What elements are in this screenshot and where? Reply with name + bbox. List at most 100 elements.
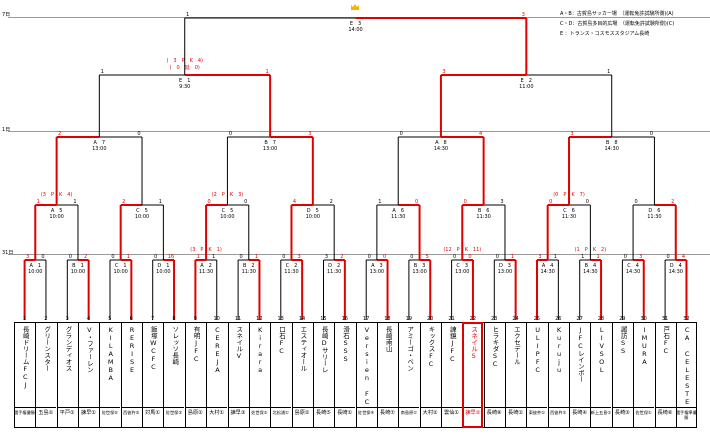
r1-match-court: D 2: [328, 263, 340, 269]
r2-match-court: C 5: [222, 208, 234, 214]
team-name: エクセデール: [512, 326, 521, 365]
team-name: グリーンスター: [42, 326, 51, 372]
team-column-divider: [78, 322, 99, 428]
team-name: 長崎南山: [384, 326, 393, 352]
sf2-match-score-right: 1: [607, 69, 610, 75]
r1-match-score-left: 0: [240, 254, 243, 260]
champion-highlight: [462, 322, 484, 428]
qf-match-score-left: 3: [570, 131, 573, 137]
r1-match-score-left: 0: [69, 254, 72, 260]
r1-match-court: B 4: [585, 263, 597, 269]
r1-match-score-right: 4: [682, 254, 685, 260]
team-name: Versien FC: [362, 326, 371, 406]
team-affiliation: 大村①: [206, 407, 228, 424]
r1-match-score-left: 0: [496, 254, 499, 260]
r1-match-court: A 4: [542, 263, 554, 269]
qf-match-score-right: 3: [308, 131, 311, 137]
team-column-divider: [291, 322, 313, 428]
team-affiliation: 諫早③: [227, 407, 249, 424]
r2-match-score-left: 4: [293, 199, 296, 205]
team-column-divider: [505, 322, 526, 428]
team-name: JFCレインボー: [576, 326, 585, 383]
team-name: 飯塚WCFC: [149, 326, 158, 371]
qf-match-score-left: 2: [58, 131, 61, 137]
r2-match-score-right: 0: [415, 199, 418, 205]
r1-match-score-right: 16: [168, 254, 174, 260]
team-column-divider: [99, 322, 120, 428]
team-affiliation: 長崎⑦: [376, 407, 398, 424]
r1-match-score-left: 0: [410, 254, 413, 260]
team-affiliation: 佐世保②: [248, 407, 270, 424]
r1-match-court: C 3: [456, 263, 468, 269]
legend-line-cd: C・D：古賀島多目的広場 （運転免許試験所側)(C): [560, 21, 675, 27]
team-name: スネイルS: [469, 326, 478, 360]
team-number: 27: [576, 316, 583, 322]
r1-match-score-right: 2: [84, 254, 87, 260]
r1-match-time: 10:00: [28, 269, 42, 275]
team-column-divider: [398, 322, 419, 428]
team-number: 19: [405, 316, 412, 322]
qf-match-score-right: 0: [137, 131, 140, 137]
r1-match-court: B 3: [414, 263, 426, 269]
team-affiliation: 平戸①: [56, 407, 78, 424]
qf-match-time: 14:30: [605, 146, 619, 152]
sf2-match-court: E 2: [521, 78, 532, 84]
r1-match-court: C 4: [627, 263, 639, 269]
r1-match-time: 14:30: [669, 269, 683, 275]
team-column-divider: [227, 322, 249, 428]
team-number: 26: [555, 316, 562, 322]
r2-match-court: A 5: [51, 208, 63, 214]
team-name: CA CELESTE: [683, 326, 692, 406]
sf2-match-time: 11:00: [519, 84, 533, 90]
qf-match-time: 13:00: [92, 146, 106, 152]
final-match-score-left: 1: [186, 12, 189, 18]
qf-match-court: A 7: [94, 140, 106, 146]
team-number: 23: [491, 316, 498, 322]
team-column-divider: [206, 322, 227, 428]
team-affiliation: 佐世保③: [163, 407, 185, 424]
team-affiliation: 長崎④: [569, 407, 591, 424]
day-label-final: 7日: [2, 12, 11, 18]
team-affiliation: 佐世保①: [633, 407, 655, 424]
team-affiliation: 東彼杵①: [526, 407, 548, 424]
r2-match-time: 10:00: [220, 214, 234, 220]
r2-match-score-left: 0: [464, 199, 467, 205]
qf-match-score-left: 0: [229, 131, 232, 137]
team-name: Kuruju: [555, 326, 564, 374]
r2-match-time: 11:30: [391, 214, 405, 220]
qf-match-score-left: 0: [400, 131, 403, 137]
team-name: Kirara: [256, 326, 265, 374]
team-column-divider: [526, 322, 547, 428]
sf1-match-time: 9:30: [179, 84, 190, 90]
r2-match-court: C 6: [563, 208, 575, 214]
qf-match-score-right: 0: [650, 131, 653, 137]
r1-match-court: B 2: [243, 263, 255, 269]
team-affiliation: 大村②: [419, 407, 441, 424]
team-column-divider: [419, 322, 441, 428]
r1-match-score-left: 3: [538, 254, 541, 260]
team-name: 諏訪SS: [619, 326, 628, 355]
qf-match-score-right: 4: [479, 131, 482, 137]
team-column-divider: [633, 322, 654, 428]
day-separator-1: [8, 131, 710, 132]
r1-match-time: 11:30: [327, 269, 341, 275]
team-number: 32: [683, 316, 690, 322]
r2-match-score-left: 2: [122, 199, 125, 205]
r2-match-score-left: 1: [378, 199, 381, 205]
team-number: 25: [533, 316, 541, 322]
team-column-divider: [590, 322, 611, 428]
team-name: 口石FC: [277, 326, 286, 355]
team-affiliation: 西彼杵①: [547, 407, 569, 424]
team-number: 30: [640, 316, 647, 322]
r1-match-score-left: 0: [453, 254, 456, 260]
r2-match-time: 10:00: [306, 214, 320, 220]
qf-match-time: 13:00: [263, 146, 277, 152]
team-number: 7: [151, 316, 155, 322]
team-name: ソレッソ長崎: [170, 326, 179, 365]
team-name: 長崎Dサリーレ: [320, 326, 329, 373]
team-name: V・ファーレン: [85, 326, 94, 373]
r2-match-score-right: 1: [159, 199, 162, 205]
r1-match-court: D 3: [499, 263, 511, 269]
team-number: 15: [320, 316, 327, 322]
